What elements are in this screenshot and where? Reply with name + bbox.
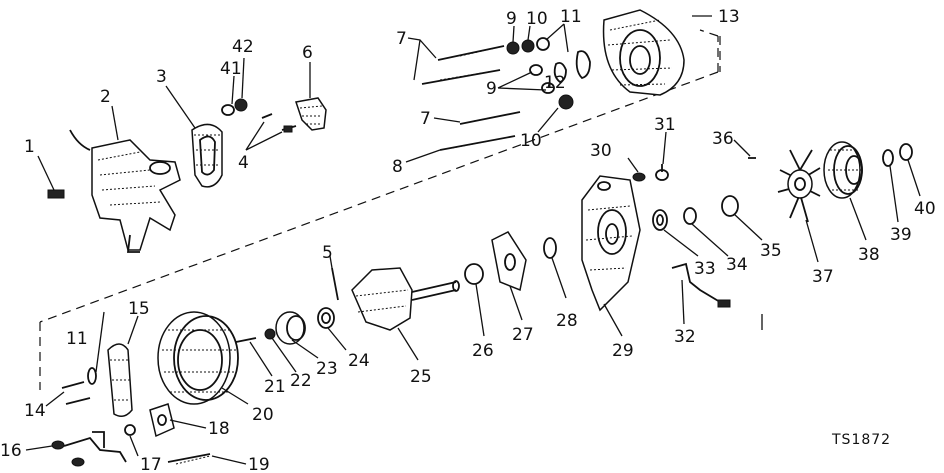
callout-32: 32 <box>674 327 696 347</box>
assembly-centerlines <box>39 29 721 390</box>
callout-34: 34 <box>726 255 748 275</box>
callout-11-upper: 11 <box>560 7 582 27</box>
spacer-part-35 <box>721 195 739 217</box>
long-bolt-part <box>421 45 521 151</box>
plate-part-27 <box>491 231 527 292</box>
seal-part-33 <box>652 209 668 231</box>
bolt-part-21 <box>235 337 257 343</box>
callout-7-lower: 7 <box>420 109 431 129</box>
callout-19: 19 <box>248 455 270 473</box>
callout-40: 40 <box>914 199 936 219</box>
leader-lines <box>25 15 921 465</box>
callout-7-upper: 7 <box>396 29 407 49</box>
callout-41: 41 <box>220 59 242 79</box>
callout-1: 1 <box>24 137 35 157</box>
callout-11-lower: 11 <box>66 329 88 349</box>
washer-part-30 <box>632 172 646 182</box>
callout-24: 24 <box>348 351 370 371</box>
callout-23: 23 <box>316 359 338 379</box>
bolt-part-1 <box>47 189 65 199</box>
callout-14: 14 <box>24 401 46 421</box>
callout-36: 36 <box>712 129 734 149</box>
rotor-shaft-part <box>351 267 460 331</box>
washer-part-39 <box>882 149 894 167</box>
callout-6: 6 <box>302 43 313 63</box>
gasket-part <box>191 123 223 188</box>
spacer-part-24 <box>317 307 335 329</box>
pulley-part-23 <box>275 311 306 345</box>
figure-reference-code: TS1872 <box>831 432 891 448</box>
callout-25: 25 <box>410 367 432 387</box>
callout-10-lower: 10 <box>520 131 542 151</box>
screw-part-14 <box>61 381 91 405</box>
callout-26: 26 <box>472 341 494 361</box>
bracket-part <box>295 97 327 131</box>
bolt-part-19 <box>167 453 211 465</box>
callout-33: 33 <box>694 259 716 279</box>
front-cover-part <box>553 9 685 96</box>
callout-10-upper: 10 <box>526 9 548 29</box>
callout-17: 17 <box>140 455 162 473</box>
washer-part-17 <box>124 424 136 436</box>
bearing-part-28 <box>543 237 557 259</box>
callout-5: 5 <box>322 243 333 263</box>
callout-2: 2 <box>100 87 111 107</box>
washer-part-41 <box>221 104 235 116</box>
callout-3: 3 <box>156 67 167 87</box>
callout-9-upper: 9 <box>506 9 517 29</box>
brush-holder-part-18 <box>149 403 175 438</box>
callout-39: 39 <box>890 225 912 245</box>
callout-42: 42 <box>232 37 254 57</box>
callout-8: 8 <box>392 157 403 177</box>
callout-30: 30 <box>590 141 612 161</box>
end-plate-part <box>107 343 133 417</box>
key-part-5 <box>331 267 339 301</box>
callout-20: 20 <box>252 405 274 425</box>
callout-16: 16 <box>0 441 22 461</box>
washer-group-9-10-11 <box>506 37 574 110</box>
callout-4: 4 <box>238 153 249 173</box>
nut-part-31 <box>655 164 669 181</box>
pump-housing-part <box>69 129 181 253</box>
callout-21: 21 <box>264 377 286 397</box>
washer-part-22 <box>264 328 276 340</box>
drum-part <box>157 311 239 405</box>
callout-29: 29 <box>612 341 634 361</box>
bushing-part-26 <box>464 263 484 285</box>
callout-27: 27 <box>512 325 534 345</box>
callout-28: 28 <box>556 311 578 331</box>
screw-part-4 <box>261 113 297 133</box>
rear-housing-part <box>581 175 641 312</box>
bracket-part-32 <box>671 262 731 308</box>
nut-part-42 <box>234 98 248 112</box>
callout-9-lower: 9 <box>486 79 497 99</box>
callout-labels: 1 2 3 4 5 6 7 7 8 9 9 10 10 11 11 12 13 … <box>0 7 936 473</box>
callout-15: 15 <box>128 299 150 319</box>
callout-22: 22 <box>290 371 312 391</box>
callout-31: 31 <box>654 115 676 135</box>
clip-part-11 <box>87 367 97 385</box>
wire-lead-part-16 <box>51 431 127 467</box>
callout-37: 37 <box>812 267 834 287</box>
nut-part-40 <box>899 143 913 161</box>
callout-13: 13 <box>718 7 740 27</box>
callout-35: 35 <box>760 241 782 261</box>
fan-part <box>777 149 821 223</box>
callout-12: 12 <box>544 73 566 93</box>
callout-38: 38 <box>858 245 880 265</box>
pulley-part-38 <box>823 141 863 199</box>
washer-part-34 <box>683 207 697 225</box>
callout-18: 18 <box>208 419 230 439</box>
